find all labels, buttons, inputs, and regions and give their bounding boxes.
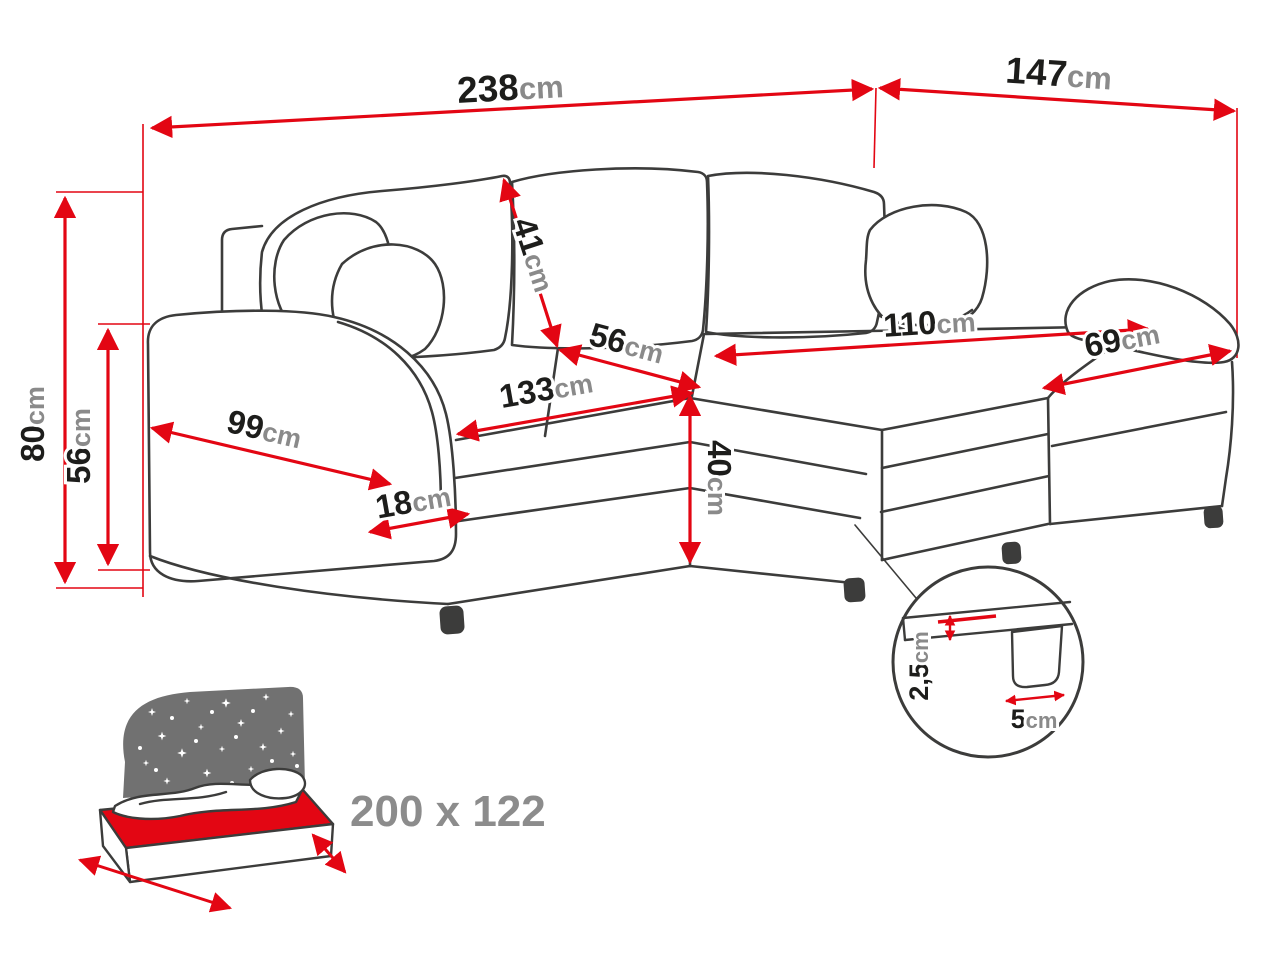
base-band-top bbox=[901, 600, 1072, 620]
dim-label-wall-seat-height: 56cm bbox=[57, 405, 100, 487]
svg-text:2,5cm: 2,5cm bbox=[904, 631, 934, 700]
dim-line-chaise-end-width bbox=[1041, 343, 1233, 396]
dim-label-plinth-height: 2,5cm bbox=[901, 628, 937, 703]
svg-text:110cm: 110cm bbox=[882, 301, 976, 344]
corner-front-edge bbox=[688, 396, 884, 432]
sleeping-area-label: 200 x 122 bbox=[347, 784, 549, 839]
dim-line-seat-width bbox=[455, 385, 695, 442]
bed-width-arrow bbox=[311, 833, 347, 874]
sleeping-area-icon bbox=[77, 686, 347, 913]
wall-apex-guide bbox=[873, 87, 877, 169]
dim-label-leg-size: 5cm bbox=[1008, 701, 1061, 737]
dim-label-total-width: 238cm bbox=[453, 64, 568, 114]
dim-line-back-cushion-height bbox=[499, 177, 562, 349]
chaise-end-right-edge bbox=[1220, 360, 1235, 508]
sofa-foot bbox=[1203, 505, 1224, 529]
dim-label-seat-width: 133cm bbox=[493, 362, 598, 418]
base-band-bottom bbox=[903, 622, 1074, 642]
bed-length-arrow bbox=[77, 855, 233, 913]
base-seam-1 bbox=[453, 440, 868, 480]
chaise-front-edge bbox=[880, 396, 1050, 432]
bed-blanket-line bbox=[138, 790, 228, 806]
chaise-front-bottom bbox=[880, 522, 1050, 562]
sofa-foot bbox=[843, 577, 866, 603]
left-armrest-inner-contour bbox=[336, 320, 443, 510]
sofa-foot bbox=[1001, 541, 1022, 565]
dim-line-total-width bbox=[149, 78, 875, 139]
chaise-end-bottom bbox=[1048, 504, 1224, 526]
dim-line-armrest-depth bbox=[149, 421, 393, 491]
sofa-illustration bbox=[146, 167, 1240, 635]
svg-text:56cm: 56cm bbox=[60, 408, 97, 484]
bed-pillow bbox=[248, 767, 307, 800]
dimension-lines-sofa bbox=[149, 177, 1233, 565]
dim-line-chaise-length bbox=[713, 319, 1151, 366]
pillow-right bbox=[864, 203, 989, 333]
dim-line-seat-cushion-depth bbox=[557, 344, 702, 393]
callout-pointer-line bbox=[854, 524, 917, 599]
chaise-end-seam bbox=[1050, 410, 1228, 448]
bed-dimension-arrows bbox=[77, 833, 347, 913]
svg-text:133cm: 133cm bbox=[496, 362, 595, 415]
dim-label-total-height: 80cm bbox=[11, 383, 54, 465]
dim-line-armrest-width bbox=[367, 506, 471, 540]
leg-detail-callout bbox=[854, 524, 1085, 759]
dim-label-seat-height: 40cm bbox=[698, 437, 741, 519]
base-band-end bbox=[901, 616, 907, 642]
seat-front-edge bbox=[454, 396, 692, 442]
svg-text:5cm: 5cm bbox=[1011, 704, 1058, 734]
base-left-skirt bbox=[148, 554, 450, 606]
svg-text:40cm: 40cm bbox=[701, 440, 738, 516]
svg-text:147cm: 147cm bbox=[1004, 50, 1113, 98]
base-bottom-main bbox=[446, 564, 864, 606]
dim-label-chaise-length: 110cm bbox=[879, 301, 979, 347]
svg-text:80cm: 80cm bbox=[14, 386, 51, 462]
leg-detail-dims bbox=[937, 614, 1066, 706]
dim-label-chaise-depth: 147cm bbox=[1001, 47, 1116, 100]
stars-pattern bbox=[138, 693, 299, 785]
sofa-feet bbox=[439, 505, 1224, 635]
svg-text:238cm: 238cm bbox=[456, 64, 565, 111]
back-frame bbox=[220, 224, 264, 336]
svg-text:200 x 122: 200 x 122 bbox=[350, 787, 546, 836]
dimension-guides bbox=[56, 87, 1238, 597]
dim-line-leg-size bbox=[1004, 690, 1066, 706]
detail-leg bbox=[1010, 624, 1064, 689]
dim-line-chaise-depth bbox=[877, 78, 1237, 121]
leg-detail-drawing bbox=[901, 600, 1074, 689]
base-seam-2 bbox=[450, 486, 862, 524]
chaise-front-seam-2 bbox=[879, 474, 1051, 514]
chaise-front-seam-1 bbox=[880, 432, 1050, 470]
bed-headboard bbox=[123, 686, 305, 798]
sofa-foot bbox=[439, 605, 465, 635]
chaise-corner-edge bbox=[1046, 396, 1052, 526]
dimension-lines-outer bbox=[53, 78, 1237, 585]
back-cushion-right bbox=[704, 171, 887, 339]
